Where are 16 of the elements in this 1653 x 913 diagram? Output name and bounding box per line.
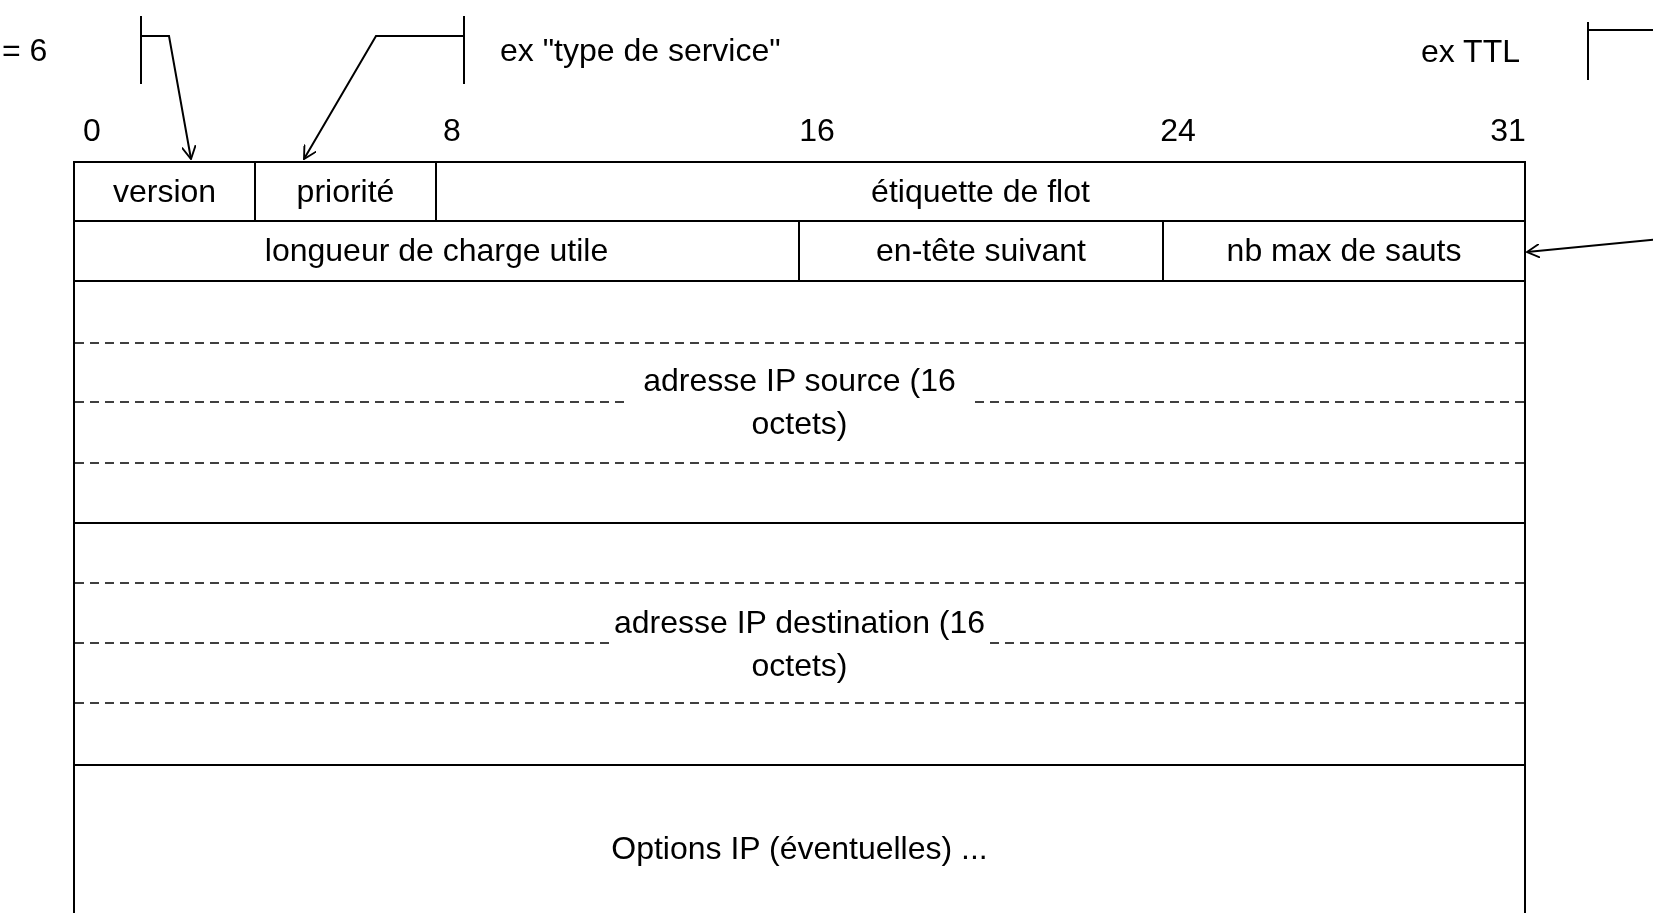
header-field xyxy=(435,161,1526,222)
leader-arrow xyxy=(139,35,197,160)
bit-number: 31 xyxy=(1490,114,1526,146)
annotation-text: ex TTL xyxy=(1421,22,1589,80)
bit-number: 8 xyxy=(443,114,461,146)
header-field xyxy=(73,280,1526,524)
header-field xyxy=(73,764,1526,913)
annotation-text: ex "type de service" xyxy=(463,16,843,84)
leader-arrow xyxy=(1526,29,1653,259)
bit-number: 0 xyxy=(83,114,101,146)
header-field xyxy=(73,161,256,222)
bit-number: 24 xyxy=(1160,114,1196,146)
annotation-text: = 6 xyxy=(2,16,142,84)
header-field xyxy=(73,522,1526,766)
leader-arrow xyxy=(303,35,466,160)
bit-number: 16 xyxy=(799,114,835,146)
